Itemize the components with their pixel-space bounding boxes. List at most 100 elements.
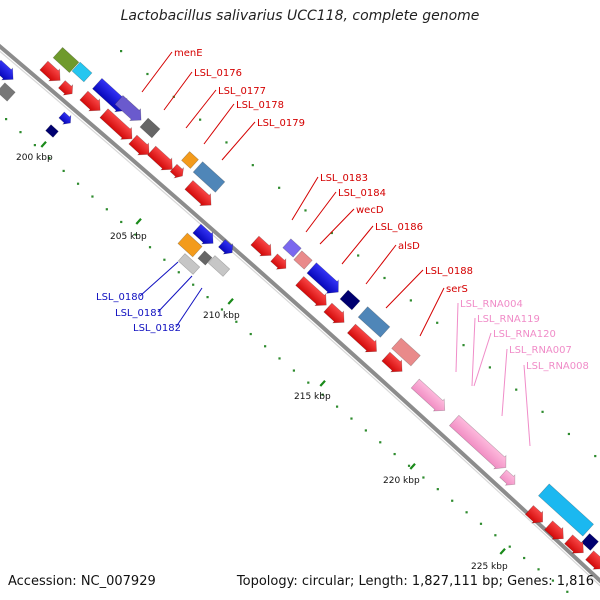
tick-mark [40,141,47,148]
feature-gray-light [177,253,201,275]
tick-label-200: 200 kbp [16,153,53,163]
leader-line [455,302,459,373]
gc-dot [321,393,324,396]
gc-dot [177,271,180,274]
scale-ticks [40,141,506,555]
tick-labels: 200 kbp 205 kbp 210 kbp 215 kbp 220 kbp … [16,153,508,572]
feature-sers [381,351,403,373]
tick-label-225: 225 kbp [471,562,508,572]
gc-dot [508,545,511,548]
gc-dot [462,344,465,347]
leader-line [203,103,235,145]
gc-dot [335,405,339,408]
gc-dot [148,246,152,249]
leader-line [175,287,203,328]
gene-label-lsl-rna008: LSL_RNA008 [526,361,589,372]
feature-lsl-0181 [197,250,213,266]
feature-lsl-0180 [177,232,203,258]
gc-dot [307,381,310,384]
leader-line [139,261,179,297]
feature-lsl-0188 [391,337,421,367]
gc-dot [465,511,468,514]
gc-dot [383,276,386,280]
genome-summary-text: Topology: circular; Length: 1,827,111 bp… [236,574,594,589]
feature-cyan-long [538,483,594,537]
gene-features [0,46,600,570]
gc-dot [120,50,123,53]
gene-label-lsl-0188: LSL_0188 [425,266,473,277]
leader-line [341,225,374,265]
gc-dot [407,464,411,467]
feature-blue-cluster [218,239,234,255]
gene-label-lsl-rna119: LSL_RNA119 [477,314,540,325]
gene-label-lsl-rna007: LSL_RNA007 [509,345,572,356]
gc-dot [62,169,65,173]
gc-dot [264,345,267,348]
leader-line [473,332,492,387]
gc-dot [251,164,254,167]
feature-red-arrow-small [58,80,74,96]
gc-dot [409,299,412,302]
feature-red-block [79,90,101,112]
tick-label-210: 210 kbp [203,311,240,321]
feature-red-outer-small [270,253,287,270]
gene-label-lsl-0183: LSL_0183 [320,173,368,184]
gene-label-lsl-0186: LSL_0186 [375,222,423,233]
gc-dot [76,182,80,185]
gc-dot [393,452,396,456]
leader-line [221,121,256,161]
feature-lsl-rna120 [499,469,516,486]
gc-dot [594,454,597,458]
gene-label-lsl-0181: LSL_0181 [115,308,163,319]
gene-label-lsl-0180: LSL_0180 [96,292,144,303]
leader-line [305,191,337,233]
leader-line [157,275,193,313]
gene-label-alsd: alsD [398,241,420,252]
gc-dot [199,118,202,121]
tick-mark [227,298,234,305]
feature-red-inner-small [169,163,185,179]
feature-red-inner [346,323,377,353]
leader-line [141,51,173,93]
gc-dot [488,366,491,369]
gc-dot [163,258,166,261]
gc-dot [105,208,108,211]
gene-label-sers: serS [446,284,468,295]
feature-lsl-0183 [282,238,302,258]
leader-line [365,244,397,285]
gc-dot [146,72,149,76]
leader-line [419,287,445,337]
tick-label-205: 205 kbp [110,232,147,242]
feature-lsl-0179 [192,161,226,193]
gene-label-lsl-0179: LSL_0179 [257,118,305,129]
feature-navy-small [45,124,59,138]
feature-lsl-0184 [293,250,313,270]
leader-line [501,348,508,417]
backbone-arc [0,43,600,587]
tick-mark [409,463,416,470]
leader-line [385,269,424,309]
gc-dot [134,233,137,236]
feature-red-inner [128,134,150,156]
tick-label-220: 220 kbp [383,476,420,486]
leader-line [319,208,355,245]
leader-line [185,89,217,129]
feature-red-lower [544,520,564,540]
gc-dot [350,417,353,420]
feature-red-inner [295,276,327,306]
gc-dot [357,254,360,257]
feature-navy-edge [581,533,599,551]
feature-lsl-rna119 [448,414,507,470]
gc-dot [541,410,544,413]
leader-line [163,71,193,111]
feature-lsl-0176 [114,95,142,121]
accession-text: Accession: NC_007929 [8,574,156,589]
gc-skew-dots [5,50,597,593]
gc-dot [33,144,36,147]
feature-lsl-0186 [339,289,361,311]
gene-label-lsl-rna120: LSL_RNA120 [493,329,556,340]
feature-red-inner [323,302,345,324]
gene-label-lsl-0182: LSL_0182 [133,323,181,334]
feature-red-lower [564,534,584,554]
gc-dot [515,388,518,391]
